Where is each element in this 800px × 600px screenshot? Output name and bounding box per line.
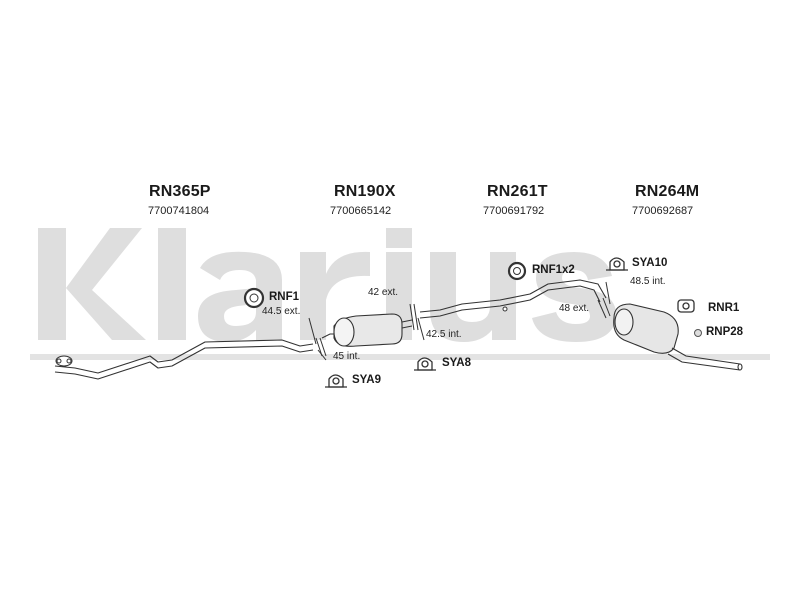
rnf1-ring-icon bbox=[243, 287, 265, 309]
part-code-front-pipe: RN365P bbox=[149, 183, 211, 200]
part-code-center-muffler: RN190X bbox=[334, 183, 396, 200]
front-flange bbox=[55, 355, 73, 367]
rnf1x2-label: RNF1x2 bbox=[532, 264, 575, 276]
rnr1-label: RNR1 bbox=[708, 302, 740, 314]
sya10-label: SYA10 bbox=[632, 257, 668, 269]
dim-42-5-int: 42.5 int. bbox=[426, 329, 462, 340]
oem-number-rear-muffler: 7700692687 bbox=[632, 205, 694, 217]
watermark-underline bbox=[30, 354, 770, 360]
rnp28-nut-icon bbox=[694, 329, 702, 337]
joint-marks-1 bbox=[308, 317, 327, 361]
rear-pipe bbox=[419, 279, 607, 319]
klarius-watermark bbox=[38, 228, 654, 342]
sya8-clamp-icon bbox=[414, 357, 436, 371]
oem-number-front-pipe: 7700741804 bbox=[148, 205, 210, 217]
rear-muffler bbox=[613, 303, 743, 371]
sya9-label: SYA9 bbox=[352, 374, 381, 386]
dim-48-5-int: 48.5 int. bbox=[630, 276, 666, 287]
part-code-rear-pipe: RN261T bbox=[487, 183, 548, 200]
center-muffler bbox=[321, 313, 413, 347]
pipe-bracket bbox=[502, 306, 508, 312]
dim-45-int: 45 int. bbox=[333, 351, 361, 362]
dim-44-5-ext: 44.5 ext. bbox=[262, 306, 301, 317]
sya8-label: SYA8 bbox=[442, 357, 471, 369]
joint-marks-2 bbox=[409, 303, 425, 341]
dim-42-ext: 42 ext. bbox=[368, 287, 399, 298]
rnf1x2-ring-icon bbox=[507, 261, 527, 281]
rnr1-rubber-icon bbox=[677, 299, 695, 313]
sya9-clamp-icon bbox=[325, 374, 347, 388]
sya10-clamp-icon bbox=[606, 257, 628, 271]
oem-number-center-muffler: 7700665142 bbox=[330, 205, 392, 217]
part-code-rear-muffler: RN264M bbox=[635, 183, 700, 200]
oem-number-rear-pipe: 7700691792 bbox=[483, 205, 545, 217]
rnf1-label: RNF1 bbox=[269, 291, 300, 303]
dim-48-ext: 48 ext. bbox=[559, 303, 590, 314]
rnp28-label: RNP28 bbox=[706, 326, 744, 338]
joint-marks-3 bbox=[597, 281, 611, 319]
front-pipe bbox=[54, 339, 314, 380]
